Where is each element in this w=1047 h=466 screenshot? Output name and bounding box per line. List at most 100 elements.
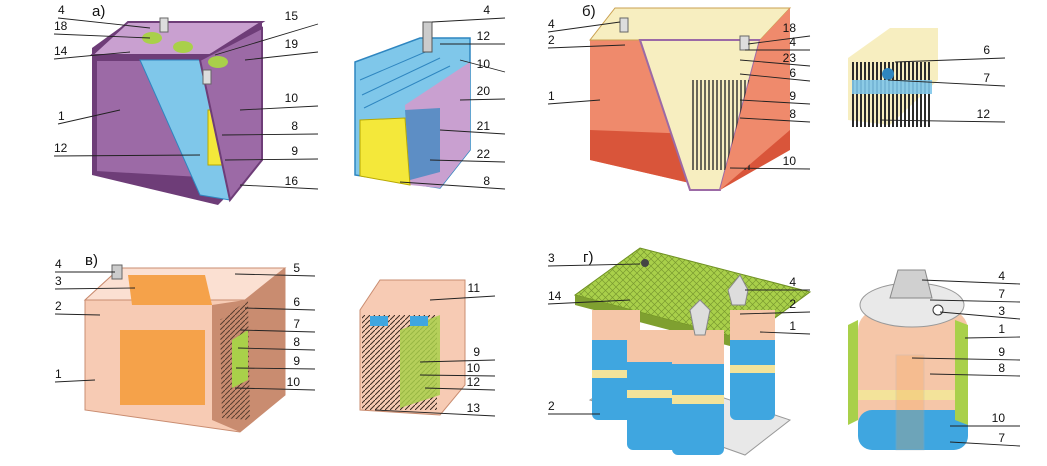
callouts-v-left: 4 3 2 1	[54, 257, 136, 383]
callout-number: 3	[55, 274, 62, 288]
callout-number: 3	[998, 304, 1005, 318]
leader-line	[439, 129, 506, 135]
callout-number: 12	[467, 375, 481, 389]
callout-number: 8	[483, 174, 490, 188]
callout-number: 22	[477, 147, 491, 161]
callout-number: 4	[789, 275, 796, 289]
leader-line	[879, 119, 1006, 123]
leader-line	[54, 379, 96, 383]
callout-number: 11	[468, 281, 481, 295]
leader-line	[429, 159, 506, 163]
callout-number: 14	[54, 44, 68, 58]
battery-a-cutaway	[89, 17, 266, 205]
leader-line	[57, 17, 151, 29]
callout-number: 10	[467, 361, 481, 375]
leader-line	[399, 181, 506, 190]
callout-number: 4	[58, 3, 65, 17]
callout-number: 13	[467, 401, 481, 415]
leader-line	[239, 329, 316, 333]
leader-line	[224, 158, 319, 161]
cylinder-cells	[592, 310, 775, 455]
leader-line	[235, 367, 316, 370]
callout-number: 8	[789, 107, 796, 121]
battery-v-cell	[359, 279, 466, 416]
leader-line	[459, 59, 506, 73]
callout-number: 1	[548, 89, 555, 103]
leader-line	[759, 331, 811, 335]
leader-line	[739, 59, 811, 67]
battery-g-cylinder-cell	[848, 269, 968, 451]
leader-line	[739, 117, 811, 123]
callout-number: 2	[789, 297, 796, 311]
battery-g-spiral	[573, 247, 812, 456]
callout-number: 21	[477, 119, 491, 133]
callout-number: 10	[783, 154, 797, 168]
leader-line	[949, 441, 1021, 447]
callout-number: 10	[287, 375, 301, 389]
leader-line	[419, 359, 496, 363]
callout-number: 6	[293, 295, 300, 309]
callout-number: 23	[783, 51, 797, 65]
leader-line	[739, 73, 811, 82]
section-label-v: в)	[85, 252, 98, 269]
callouts-g-middle: 4 2 1	[739, 275, 811, 335]
leader-line	[57, 109, 121, 125]
callout-number: 9	[998, 345, 1005, 359]
callout-number: 18	[54, 19, 68, 33]
callout-number: 7	[293, 317, 300, 331]
battery-b-cutaway	[588, 7, 792, 191]
leader-line	[964, 336, 1021, 339]
leader-line	[929, 373, 1021, 377]
leader-line	[887, 79, 1006, 87]
callout-number: 2	[55, 299, 62, 313]
callout-number: 4	[998, 269, 1005, 283]
callout-number: 12	[977, 107, 991, 121]
leader-line	[234, 273, 316, 277]
callout-number: 8	[291, 119, 298, 133]
callout-number: 6	[983, 43, 990, 57]
callout-number: 14	[548, 289, 562, 303]
leader-line	[54, 313, 101, 316]
leader-line	[239, 105, 319, 111]
leader-line	[747, 35, 811, 45]
section-label-a: а)	[92, 3, 105, 20]
callout-number: 1	[789, 319, 796, 333]
leader-line	[939, 311, 1021, 320]
callout-number: 4	[548, 17, 555, 31]
leader-line	[234, 387, 316, 391]
callout-number: 2	[548, 33, 555, 47]
callout-number: 12	[54, 141, 68, 155]
leader-line	[739, 99, 811, 105]
leader-line	[547, 99, 601, 105]
leader-line	[419, 374, 496, 377]
battery-b-cell	[848, 28, 938, 127]
leader-line	[739, 311, 811, 315]
callout-number: 9	[789, 89, 796, 103]
leader-line	[729, 167, 811, 170]
leader-line	[54, 287, 136, 290]
leader-line	[921, 279, 1021, 285]
callout-number: 4	[789, 35, 796, 49]
callout-number: 7	[998, 431, 1005, 445]
callout-number: 1	[55, 367, 62, 381]
leader-line	[929, 299, 1021, 303]
leader-line	[547, 21, 621, 33]
leader-line	[214, 23, 319, 56]
callout-number: 8	[998, 361, 1005, 375]
leader-line	[547, 263, 641, 267]
leader-line	[239, 184, 319, 190]
callout-number: 4	[55, 257, 62, 271]
callout-number: 5	[293, 261, 300, 275]
battery-v-cutaway	[83, 264, 287, 433]
